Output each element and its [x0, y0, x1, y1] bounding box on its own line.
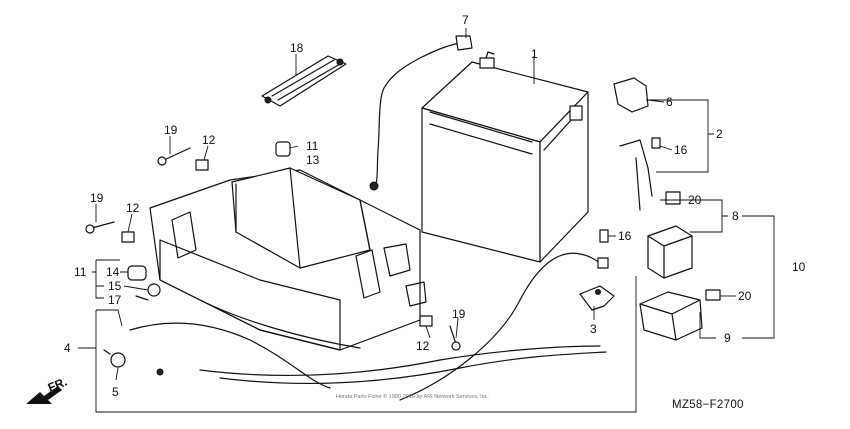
- callout-7: 7: [462, 13, 469, 27]
- collar-11-13: [275, 141, 291, 157]
- callout-8: 8: [732, 209, 739, 223]
- callout-15: 15: [108, 279, 122, 293]
- starter-relay-8: [647, 191, 693, 279]
- callout-11-upper: 11: [306, 139, 319, 153]
- callout-9: 9: [724, 331, 731, 345]
- watermark: Honda Parts Fiche © 1990-2016 by ARI Net…: [336, 393, 489, 400]
- relay-cable: [399, 252, 609, 401]
- bolt-19-left: [85, 221, 115, 234]
- callout-numbers: 1 2 3 4 5 6 7 8 9 10 11 13 11 12 12 12 1…: [64, 13, 806, 399]
- battery-cable-7: [369, 35, 473, 191]
- callout-10: 10: [792, 260, 806, 274]
- callout-20-bottom: 20: [738, 289, 752, 303]
- callout-12-bottom: 12: [416, 339, 430, 353]
- nut-12-left: [121, 231, 135, 243]
- collar-15: [147, 283, 161, 297]
- bracket-3: [579, 285, 615, 311]
- nut-12-bottom: [419, 315, 433, 327]
- battery-band-18: [261, 55, 347, 107]
- diagram-code: MZ58−F2700: [672, 399, 744, 411]
- callout-2: 2: [716, 127, 723, 141]
- callout-19-bottom: 19: [452, 307, 466, 321]
- front-label: FR.: [46, 375, 69, 395]
- callout-19-left: 19: [90, 191, 104, 205]
- bolt-16-mid: [599, 229, 609, 243]
- bolt-19-top: [157, 147, 191, 166]
- callout-19-top: 19: [164, 123, 178, 137]
- callout-4: 4: [64, 341, 71, 355]
- callout-16-top: 16: [674, 143, 688, 157]
- callout-13: 13: [306, 153, 320, 167]
- callout-5: 5: [112, 385, 119, 399]
- callout-3: 3: [590, 322, 597, 336]
- callout-11-left: 11: [74, 265, 87, 279]
- wire-harness-4: [129, 322, 607, 389]
- bolt-19-bottom: [449, 325, 461, 351]
- callout-6: 6: [666, 95, 673, 109]
- leader-lines: [78, 28, 775, 413]
- fuse-holder-2: [619, 139, 659, 211]
- callout-17: 17: [108, 293, 122, 307]
- relay-cover-9: [639, 289, 721, 341]
- callout-12-top: 12: [202, 133, 216, 147]
- callout-16-mid: 16: [618, 229, 632, 243]
- nut-12-top: [195, 159, 209, 171]
- fuse-cover-6: [613, 77, 649, 113]
- callout-18: 18: [290, 41, 304, 55]
- front-arrow-icon: [26, 386, 62, 404]
- bolt-17: [135, 295, 149, 301]
- battery-box: [149, 167, 427, 351]
- bolt-16-top: [651, 137, 661, 149]
- callout-12-left: 12: [126, 201, 140, 215]
- callout-14: 14: [106, 265, 120, 279]
- grommet-14: [127, 265, 147, 281]
- callout-1: 1: [531, 47, 538, 61]
- callout-20-top: 20: [688, 193, 702, 207]
- battery: [421, 51, 589, 263]
- grommet-5: [103, 349, 126, 368]
